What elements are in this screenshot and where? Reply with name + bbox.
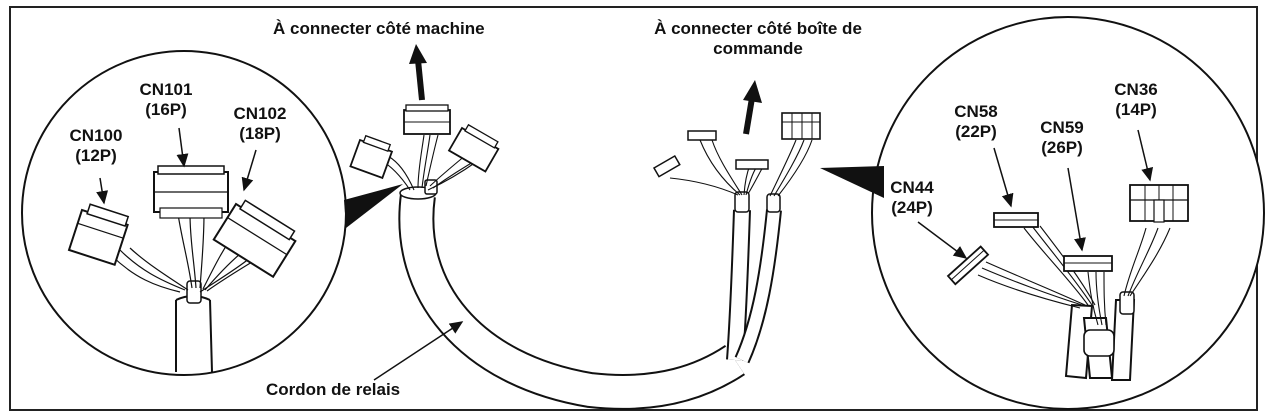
connector-name: CN58 bbox=[954, 102, 998, 121]
connector-pins: (18P) bbox=[239, 124, 281, 143]
connector-pins: (26P) bbox=[1041, 138, 1083, 157]
connector-pins: (16P) bbox=[145, 100, 187, 119]
connector-label-cn36: CN36 (14P) bbox=[1108, 80, 1164, 120]
connector-label-cn102: CN102 (18P) bbox=[230, 104, 290, 144]
connector-label-cn44: CN44 (24P) bbox=[884, 178, 940, 218]
connector-pins: (12P) bbox=[75, 146, 117, 165]
relay-cord-harness bbox=[349, 44, 821, 410]
connector-name: CN101 bbox=[139, 80, 193, 99]
connector-label-cn101: CN101 (16P) bbox=[136, 80, 196, 120]
connector-label-cn58: CN58 (22P) bbox=[948, 102, 1004, 142]
connector-name: CN102 bbox=[233, 104, 287, 123]
connector-name: CN36 bbox=[1114, 80, 1158, 99]
connector-name: CN59 bbox=[1040, 118, 1084, 137]
right-detail-circle bbox=[820, 16, 1265, 410]
connector-pins: (24P) bbox=[891, 198, 933, 217]
connector-label-cn59: CN59 (26P) bbox=[1034, 118, 1090, 158]
control-box-label-line1: À connecter côté boîte de bbox=[654, 19, 862, 38]
machine-side-label: À connecter côté machine bbox=[273, 19, 485, 38]
connector-name: CN100 bbox=[69, 126, 123, 145]
connector-label-cn100: CN100 (12P) bbox=[66, 126, 126, 166]
left-detail-circle bbox=[21, 50, 403, 376]
relay-cord-label: Cordon de relais bbox=[266, 380, 401, 399]
control-box-side-label: À connecter côté boîte de commande bbox=[608, 19, 908, 59]
connector-pins: (22P) bbox=[955, 122, 997, 141]
connector-name: CN44 bbox=[890, 178, 934, 197]
connector-pins: (14P) bbox=[1115, 100, 1157, 119]
control-box-label-line2: commande bbox=[713, 39, 803, 58]
